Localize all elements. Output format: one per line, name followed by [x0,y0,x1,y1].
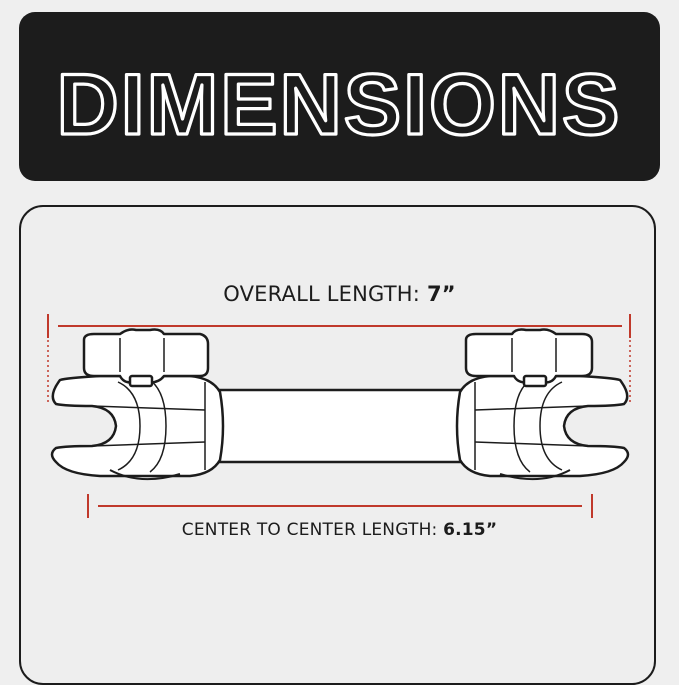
header-title-graphic: DIMENSIONS [55,55,622,154]
extension-arm [50,328,630,481]
right-knob-icon [464,328,594,384]
header-title: DIMENSIONS [57,57,622,153]
center-length-caption: CENTER TO CENTER LENGTH: [181,520,438,540]
center-length-label: CENTER TO CENTER LENGTH: 6.15” [0,520,679,540]
overall-length-caption: OVERALL LENGTH: [223,282,421,306]
header-banner: DIMENSIONS [19,12,660,181]
left-socket [50,374,225,478]
center-length-dimension [87,494,593,518]
left-knob-icon [82,328,210,384]
center-length-value: 6.15” [443,520,498,540]
right-socket [455,374,630,478]
overall-length-label: OVERALL LENGTH: 7” [0,282,679,306]
overall-length-value: 7” [426,282,456,306]
overall-length-dimension [47,314,631,404]
